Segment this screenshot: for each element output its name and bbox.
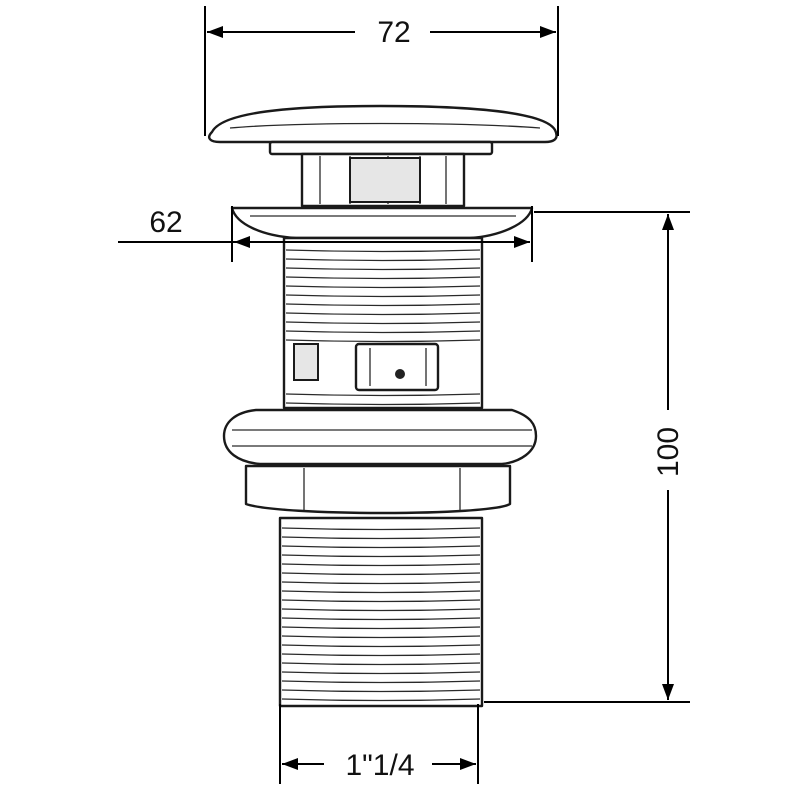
thread-line (281, 563, 481, 567)
thread-size-label: 1"1/4 (345, 749, 414, 782)
flange-diameter-dimension: 62 (118, 206, 533, 262)
thread-line (285, 294, 481, 298)
thread-line (281, 572, 481, 576)
top-flange (230, 206, 534, 240)
stem-guide (300, 152, 466, 208)
lower-threaded-body (278, 516, 484, 708)
thread-line (281, 545, 481, 549)
thread-line (285, 312, 481, 316)
thread-line (281, 608, 481, 612)
cap-diameter-dimension: 72 (204, 6, 559, 136)
thread-line (281, 644, 481, 648)
thread-line (285, 249, 481, 253)
thread-line (281, 698, 481, 702)
thread-line (285, 267, 481, 271)
thread-line (285, 321, 481, 325)
thread-line (281, 626, 481, 630)
thread-line (285, 339, 481, 343)
thread-line (285, 303, 481, 307)
thread-line (281, 689, 481, 693)
thread-line (281, 599, 481, 603)
thread-line (281, 653, 481, 657)
thread-line (281, 581, 481, 585)
cap-dome (208, 104, 558, 156)
thread-line (281, 536, 481, 540)
thread-line (281, 680, 481, 684)
thread-line (281, 635, 481, 639)
thread-line (281, 554, 481, 558)
thread-line (285, 276, 481, 280)
thread-line (281, 671, 481, 675)
lock-nut (222, 408, 538, 515)
flange-diameter-label: 62 (149, 206, 182, 239)
thread-line (281, 527, 481, 531)
cap-diameter-label: 72 (377, 16, 410, 49)
thread-line (281, 590, 481, 594)
height-label: 100 (652, 427, 685, 477)
thread-line (285, 393, 481, 397)
thread-size-dimension: 1"1/4 (279, 704, 479, 784)
thread-line (281, 662, 481, 666)
thread-line (281, 617, 481, 621)
upper-threaded-body (282, 236, 484, 410)
thread-line (285, 402, 481, 406)
height-dimension: 100 (484, 211, 690, 703)
thread-line (285, 285, 481, 289)
thread-line (285, 258, 481, 262)
thread-line (285, 330, 481, 334)
